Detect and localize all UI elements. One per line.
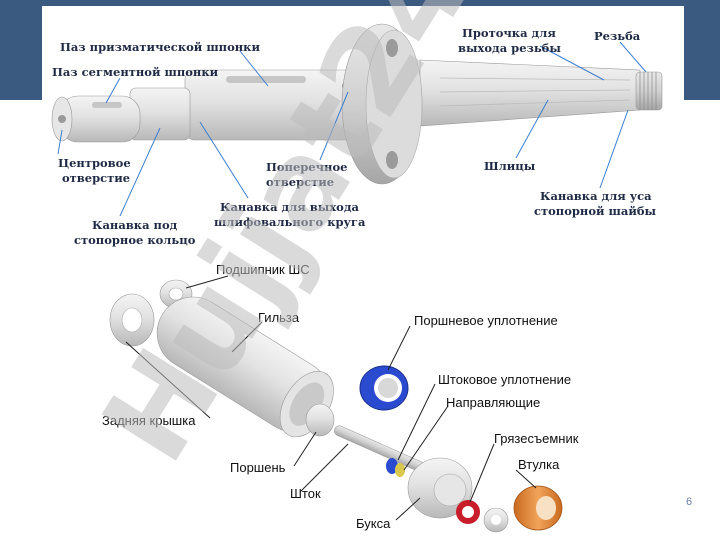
label-piston-seal: Поршневое уплотнение: [414, 313, 558, 328]
label-cross-hole-line2: отверстие: [266, 175, 334, 189]
piston-part: [305, 403, 335, 437]
label-rod: Шток: [290, 486, 321, 501]
label-grinding-groove-line2: шлифовального круга: [214, 215, 366, 229]
label-guides: Направляющие: [446, 395, 540, 410]
label-cross-hole-line1: Поперечное: [266, 160, 347, 174]
page-number: 6: [686, 496, 693, 508]
label-prismatic-key-slot: Паз призматической шпонки: [60, 40, 260, 54]
label-retaining-ring-groove-line1: Канавка под: [92, 218, 178, 232]
label-rear-cover: Задняя крышка: [102, 413, 196, 428]
label-center-hole-line1: Центровое: [58, 156, 131, 170]
label-grinding-groove-line1: Канавка для выхода: [220, 200, 360, 214]
top-banner: [0, 0, 720, 6]
label-bushing: Втулка: [518, 457, 560, 472]
cylinder-leader-lines: [125, 275, 537, 521]
shaft-leader-lines: [57, 41, 647, 217]
label-gland: Букса: [356, 516, 391, 531]
label-rod-seal: Штоковое уплотнение: [438, 372, 571, 387]
shaft-labels: Паз призматической шпонки Паз сегментной…: [52, 26, 657, 247]
right-banner: [684, 0, 720, 100]
label-bearing: Подшипник ШС: [216, 262, 310, 277]
label-retaining-ring-groove-line2: стопорное кольцо: [74, 233, 196, 247]
cylinder-labels: Подшипник ШС Гильза Поршневое уплотнение…: [102, 262, 579, 531]
label-segment-key-slot: Паз сегментной шпонки: [52, 65, 219, 79]
label-center-hole-line2: отверстие: [62, 171, 130, 185]
left-banner: [0, 0, 42, 100]
cylinder-drawing: [109, 279, 563, 533]
label-washer-groove-line1: Канавка для уса: [540, 189, 652, 203]
label-piston: Поршень: [230, 460, 286, 475]
label-thread-relief-line2: выхода резьбы: [458, 41, 561, 55]
label-thread-relief-line1: Проточка для: [462, 26, 556, 40]
label-washer-groove-line2: стопорной шайбы: [534, 204, 657, 218]
label-wiper: Грязесъемник: [494, 431, 579, 446]
label-splines: Шлицы: [484, 159, 536, 173]
label-sleeve: Гильза: [258, 310, 300, 325]
shaft-drawing: [51, 23, 663, 185]
label-thread: Резьба: [594, 29, 641, 43]
